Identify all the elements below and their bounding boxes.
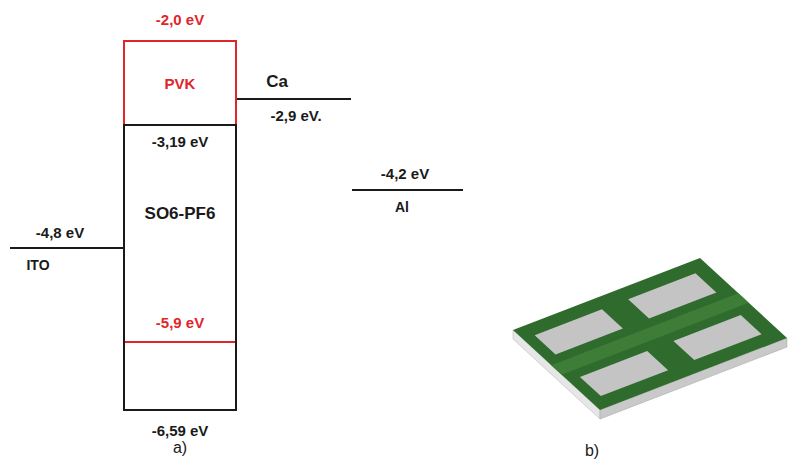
electrode-name: Al xyxy=(395,198,409,216)
electrode-pad xyxy=(673,315,761,360)
panel-label: a) xyxy=(173,439,187,457)
pvk-level-box: -2,0 eVPVK xyxy=(123,40,237,125)
electrode-pad xyxy=(628,273,716,318)
so6-pf6-level-box: -3,19 eVSO6-PF6-6,59 eV xyxy=(123,124,237,411)
ito-level-line xyxy=(10,247,123,249)
device-illustration xyxy=(513,258,787,419)
ca-level-line xyxy=(237,98,351,100)
al-level-line xyxy=(352,189,463,191)
active-layer xyxy=(513,258,787,410)
energy-value: -2,9 eV. xyxy=(270,107,321,125)
panel-label: b) xyxy=(585,442,599,460)
electrode-pad xyxy=(580,351,668,396)
electrode-pad xyxy=(535,309,623,354)
energy-value: -3,19 eV xyxy=(152,133,209,151)
material-name: SO6-PF6 xyxy=(145,205,216,223)
electrode-name: Ca xyxy=(266,73,288,91)
energy-value: -4,8 eV xyxy=(36,224,84,242)
energy-value: -2,0 eV xyxy=(156,11,204,29)
energy-value: -5,9 eV xyxy=(156,314,204,332)
pvk-homo-line xyxy=(124,341,236,343)
energy-value: -6,59 eV xyxy=(152,422,209,440)
material-name: PVK xyxy=(165,75,196,93)
electrode-name: ITO xyxy=(26,256,49,274)
energy-value: -4,2 eV xyxy=(381,165,429,183)
